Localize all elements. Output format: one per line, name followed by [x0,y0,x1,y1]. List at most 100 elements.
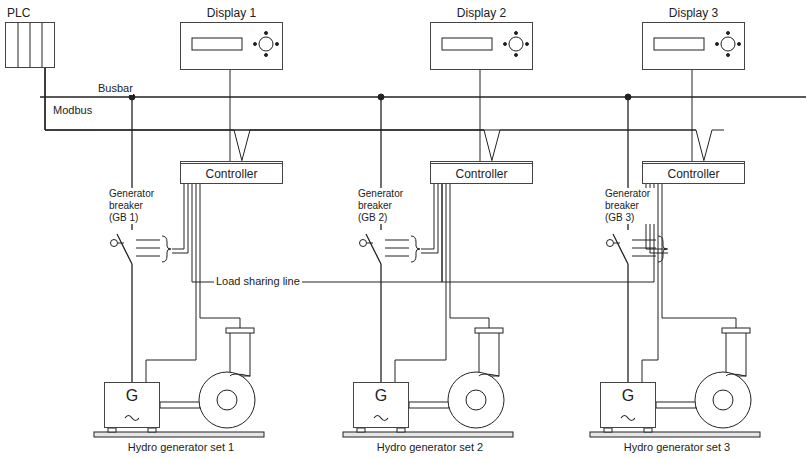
plc-box: PLC [5,22,55,68]
base-plate [94,432,264,437]
generator-foot [108,428,116,432]
shaft [160,402,200,408]
display-screen [192,38,242,50]
inlet-pipe [479,332,499,376]
breaker-blade [117,234,132,264]
controller-box: Controller [642,161,745,184]
controller-box: Controller [180,161,283,184]
keypad-arrow [515,54,518,57]
display-keypad [509,37,523,51]
node-heading: PLC [7,6,30,20]
node-heading: Display 2 [457,6,506,20]
breaker-control-wire [385,240,409,241]
edge-label: Load sharing line [214,275,302,288]
breaker-handle [367,243,373,244]
generator-box: GHydro generator set 2 [353,382,409,428]
volute-joint [726,374,746,376]
display-box: Display 1 [180,22,283,70]
breaker-label: Generator breaker (GB 2) [357,188,409,224]
plc-divider [42,22,43,68]
turbine-casing [695,372,751,428]
modbus-line [712,130,724,131]
keypad-arrow [265,32,268,35]
display-keypad [721,37,735,51]
edge-label: Modbus [51,104,94,117]
breaker-control-wire [136,256,160,257]
display-screen [442,38,492,50]
modbus-line [492,130,500,160]
turbine-casing [199,372,255,428]
generator-box: GHydro generator set 3 [600,382,656,428]
controller-breaker-wire [421,184,438,253]
controller-breaker-wire [172,184,184,249]
keypad-arrow [716,43,719,46]
display-box: Display 2 [430,22,533,70]
generator-foot [604,428,612,432]
base-plate [343,432,513,437]
plc-divider [18,22,19,68]
node-text: G [126,387,138,405]
breaker-handle [614,243,620,244]
breaker-control-wire [632,248,656,249]
busbar-label: Busbar [98,82,133,95]
keypad-arrow [504,43,507,46]
bracket [162,236,171,262]
generator-foot [397,428,405,432]
modbus-line [45,68,242,161]
ac-symbol [621,416,635,421]
generator-box: GHydro generator set 1 [104,382,160,428]
display-box: Display 3 [642,22,745,70]
controller-turbine-wire [662,184,736,328]
node-heading: Hydro generator set 1 [128,441,234,454]
controller-breaker-wire [172,184,188,253]
keypad-arrow [738,43,741,46]
plc-divider [30,22,31,68]
turbine-runner [217,390,237,410]
node-heading: Hydro generator set 3 [624,441,730,454]
keypad-arrow [515,32,518,35]
node-text: Controller [205,167,257,181]
modbus-line [45,68,704,161]
load-sharing-line [192,184,442,282]
breaker-blade [613,234,628,264]
breaker-handle-knob [607,240,614,247]
turbine-runner [713,390,733,410]
keypad-arrow [526,43,529,46]
keypad-arrow [727,32,730,35]
inlet-flange [475,328,503,333]
controller-breaker-wire [421,184,434,249]
breaker-blade [366,234,381,264]
breaker-control-wire [136,240,160,241]
modbus-line [242,130,250,160]
generator-foot [148,428,156,432]
bracket [411,236,420,262]
display-screen [654,38,704,50]
modbus-line [704,130,712,160]
controller-turbine-wire [450,184,489,328]
generator-wire [131,264,132,382]
inlet-flange [226,328,254,333]
breaker-label: Generator breaker (GB 1) [108,188,160,224]
breaker-control-wire [632,256,656,257]
signal-wire [480,70,481,161]
node-text: Controller [455,167,507,181]
breaker-label: Generator breaker (GB 3) [604,188,656,224]
inlet-pipe [230,332,250,376]
ac-symbol [125,416,139,421]
base-plate [590,432,760,437]
keypad-arrow [276,43,279,46]
generator-foot [357,428,365,432]
signal-wire [230,70,231,161]
ac-symbol [374,416,388,421]
inlet-flange [722,328,750,333]
turbine-casing [448,372,504,428]
volute-joint [479,374,499,376]
busbar-line [40,96,806,98]
controller-turbine-wire [200,184,240,328]
node-text: Controller [667,167,719,181]
breaker-control-wire [632,240,656,241]
display-keypad [259,37,273,51]
node-heading: Display 3 [669,6,718,20]
